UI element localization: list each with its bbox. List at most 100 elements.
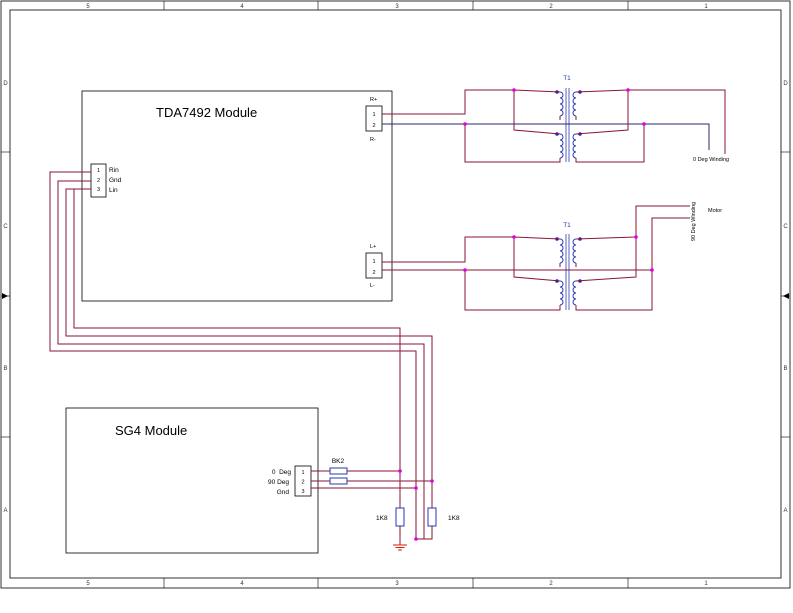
- junction-dot: [650, 268, 654, 272]
- junction-dot: [414, 486, 418, 490]
- pin-number: 2: [301, 480, 304, 486]
- pin-number: 2: [97, 178, 100, 184]
- sg4-module-title: SG4 Module: [115, 423, 187, 438]
- column-label-bottom: 5: [86, 581, 90, 587]
- coil-secondary-lower: [572, 280, 577, 306]
- column-label-top: 1: [704, 4, 708, 10]
- pin-label-r-minus: R-: [370, 137, 376, 143]
- label-0-deg-winding: 0 Deg Winding: [693, 157, 729, 163]
- wire-primary-link: [513, 90, 561, 135]
- capacitor-bk2: BK2: [329, 458, 348, 485]
- transformer-top-label: T1: [563, 75, 571, 82]
- pin-label-0-deg: 0 Deg: [272, 469, 292, 476]
- pin-number: 1: [301, 470, 304, 476]
- column-label-top: 4: [240, 4, 244, 10]
- pin-label-gnd: Gnd: [277, 489, 290, 496]
- junction-dot: [414, 537, 418, 541]
- ground-icon: [393, 543, 407, 551]
- wire-r-minus: [382, 123, 710, 150]
- wire-lin-inner: [73, 189, 401, 471]
- transformer-top: T1 0 Deg Winding: [382, 75, 729, 163]
- column-label-top: 3: [395, 4, 399, 10]
- column-label-bottom: 4: [240, 581, 244, 587]
- drawing-frame: 5 4 3 2 1 5 4 3 2 1 D C B A D C B A: [0, 0, 791, 589]
- junction-dot: [430, 479, 434, 483]
- capacitor-label: BK2: [332, 458, 345, 465]
- center-arrow-right-icon: [783, 293, 789, 299]
- transformer-bottom-label: T1: [563, 222, 571, 229]
- column-label-bottom: 3: [395, 581, 399, 587]
- coil-secondary-lower: [572, 133, 577, 159]
- pin-label-l-minus: L-: [370, 283, 375, 289]
- resistor-left-label: 1K8: [376, 515, 388, 522]
- tda-left-output-connector: [365, 252, 383, 279]
- coil-secondary-upper: [572, 91, 577, 117]
- wire-primary-return: [464, 124, 561, 163]
- column-label-top: 2: [549, 4, 553, 10]
- capacitor-plate-bottom: [329, 477, 348, 485]
- row-label-right: B: [783, 366, 787, 372]
- pin-number: 1: [97, 168, 100, 174]
- input-wiring: [49, 171, 434, 543]
- pin-label-r-plus: R+: [370, 97, 377, 103]
- resistor-right: [427, 507, 437, 527]
- row-label-left: D: [3, 81, 8, 87]
- row-label-right: C: [783, 224, 788, 230]
- junction-dot: [634, 235, 638, 239]
- pin-number: 2: [372, 123, 375, 129]
- label-motor: Motor: [708, 208, 722, 214]
- row-label-left: A: [3, 508, 7, 514]
- wire-rin: [49, 171, 417, 488]
- wire-secondary-top: [575, 89, 726, 154]
- capacitor-plate-top: [329, 467, 348, 475]
- wire-secondary-top: [575, 205, 690, 240]
- wire-r2-bottom: [416, 526, 433, 540]
- junction-dot: [512, 235, 516, 239]
- pin-label-lin: Lin: [109, 187, 118, 194]
- wire-r-plus: [382, 89, 561, 115]
- pin-number: 3: [301, 489, 304, 495]
- tda7492-module-title: TDA7492 Module: [156, 105, 257, 120]
- transformer-bottom: T1 90 Deg Winding Motor: [382, 202, 722, 311]
- sg4-module: SG4 Module 1 2 3 0 Deg 90 Deg Gnd: [65, 407, 319, 554]
- row-label-right: A: [783, 508, 787, 514]
- junction-dot: [463, 268, 467, 272]
- column-label-top: 5: [86, 4, 90, 10]
- wire-secondary-return: [575, 217, 690, 311]
- row-label-left: C: [3, 224, 8, 230]
- column-label-bottom: 2: [549, 581, 553, 587]
- pin-number: 3: [97, 187, 100, 193]
- center-arrow-left-icon: [2, 293, 8, 299]
- pin-label-l-plus: L+: [370, 244, 376, 250]
- pin-label-gnd: Gnd: [109, 177, 122, 184]
- coil-primary-upper: [559, 238, 564, 264]
- column-label-bottom: 1: [704, 581, 708, 587]
- wire-l-plus: [382, 236, 561, 263]
- wire-secondary-link: [575, 90, 629, 135]
- junction-dot: [512, 88, 516, 92]
- tda7492-module: TDA7492 Module 1 2 3 Rin Gnd Lin 1 2 R+ …: [81, 90, 393, 302]
- coil-primary-lower: [559, 280, 564, 306]
- coil-primary-upper: [559, 91, 564, 117]
- junction-dot: [463, 122, 467, 126]
- wire-primary-link: [513, 237, 561, 282]
- junction-dot: [626, 88, 630, 92]
- label-90-deg-winding: 90 Deg Winding: [691, 202, 697, 241]
- resistors: 1K8 1K8: [376, 507, 460, 527]
- pin-label-rin: Rin: [109, 167, 119, 174]
- wire-secondary-return: [575, 124, 645, 163]
- tda-right-output-connector: [365, 105, 383, 132]
- pin-number: 1: [372, 259, 375, 265]
- row-label-left: B: [3, 366, 7, 372]
- pin-number: 2: [372, 270, 375, 276]
- coil-primary-lower: [559, 133, 564, 159]
- junction-dot: [642, 122, 646, 126]
- pin-label-90-deg: 90 Deg: [268, 479, 289, 486]
- coil-secondary-upper: [572, 238, 577, 264]
- wire-gnd-input: [57, 180, 425, 539]
- pin-number: 1: [372, 112, 375, 118]
- junction-dot: [398, 469, 402, 473]
- tda7492-module-box: [81, 90, 393, 302]
- row-label-right: D: [783, 81, 788, 87]
